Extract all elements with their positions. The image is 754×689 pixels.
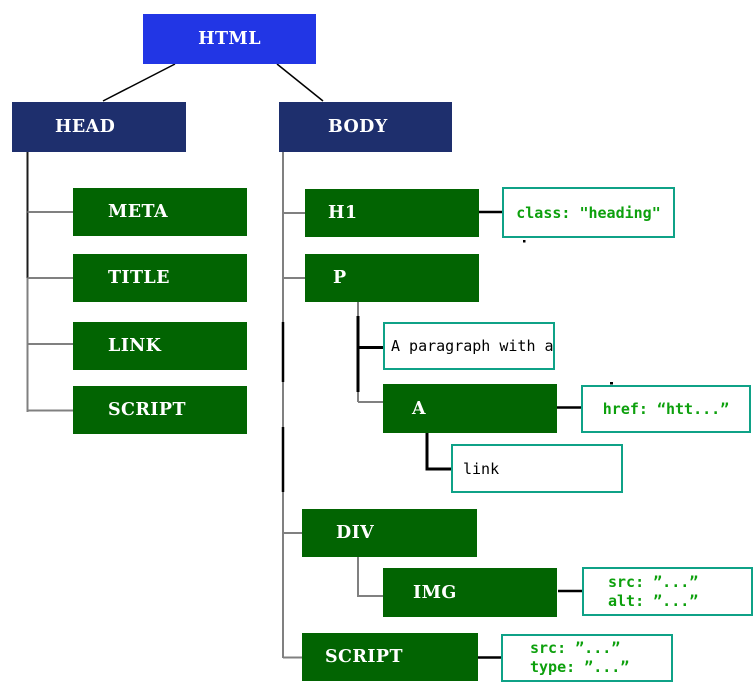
head-subtree-connectors (26, 152, 73, 412)
h1-class-attr: class: "heading" (516, 203, 661, 222)
link-text: link (463, 459, 500, 478)
node-html-label: HTML (198, 29, 261, 49)
node-h1-label: H1 (328, 203, 358, 223)
node-head: HEAD (12, 102, 186, 152)
node-body: BODY (279, 102, 452, 152)
div-subtree-connectors (357, 557, 383, 597)
node-link-label: LINK (108, 336, 162, 356)
paragraph-text: A paragraph with a (391, 337, 554, 355)
annotation-h1-class: class: "heading" (502, 187, 675, 238)
node-meta: META (73, 188, 247, 236)
img-src-attr: src: ”...” (608, 572, 699, 591)
a-href-attr: href: “htt...” (602, 400, 730, 418)
node-img: IMG (383, 568, 557, 617)
annotation-script-src-type: src: ”...” type: ”...” (501, 634, 673, 682)
node-body-label: BODY (328, 117, 388, 137)
node-link: LINK (73, 322, 247, 370)
img-alt-attr: alt: ”...” (608, 591, 699, 610)
node-title-label: TITLE (108, 268, 170, 288)
root-diagonal-connectors (102, 63, 324, 102)
annotation-img-src-alt: src: ”...” alt: ”...” (582, 567, 753, 616)
p-subtree-connectors (356, 302, 451, 471)
node-script-head-label: SCRIPT (108, 400, 186, 420)
text-box-paragraph: A paragraph with a (383, 322, 555, 370)
node-script-head: SCRIPT (73, 386, 247, 434)
node-p: P (305, 254, 479, 302)
node-a-label: A (412, 398, 426, 419)
node-div: DIV (302, 509, 477, 557)
body-subtree-connectors (281, 152, 305, 659)
node-h1: H1 (305, 189, 479, 237)
node-p-label: P (333, 268, 347, 288)
node-img-label: IMG (413, 582, 457, 603)
node-meta-label: META (108, 202, 168, 222)
node-a: A (383, 384, 557, 433)
script-type-attr: type: ”...” (530, 658, 630, 676)
node-script-body: SCRIPT (302, 633, 478, 681)
node-title: TITLE (73, 254, 247, 302)
node-script-body-label: SCRIPT (325, 647, 403, 667)
node-html: HTML (143, 14, 316, 64)
node-div-label: DIV (336, 523, 375, 543)
script-src-attr: src: ”...” (530, 639, 621, 657)
annotation-a-href: href: “htt...” (581, 385, 751, 433)
text-box-link: link (451, 444, 623, 493)
node-head-label: HEAD (55, 117, 116, 137)
